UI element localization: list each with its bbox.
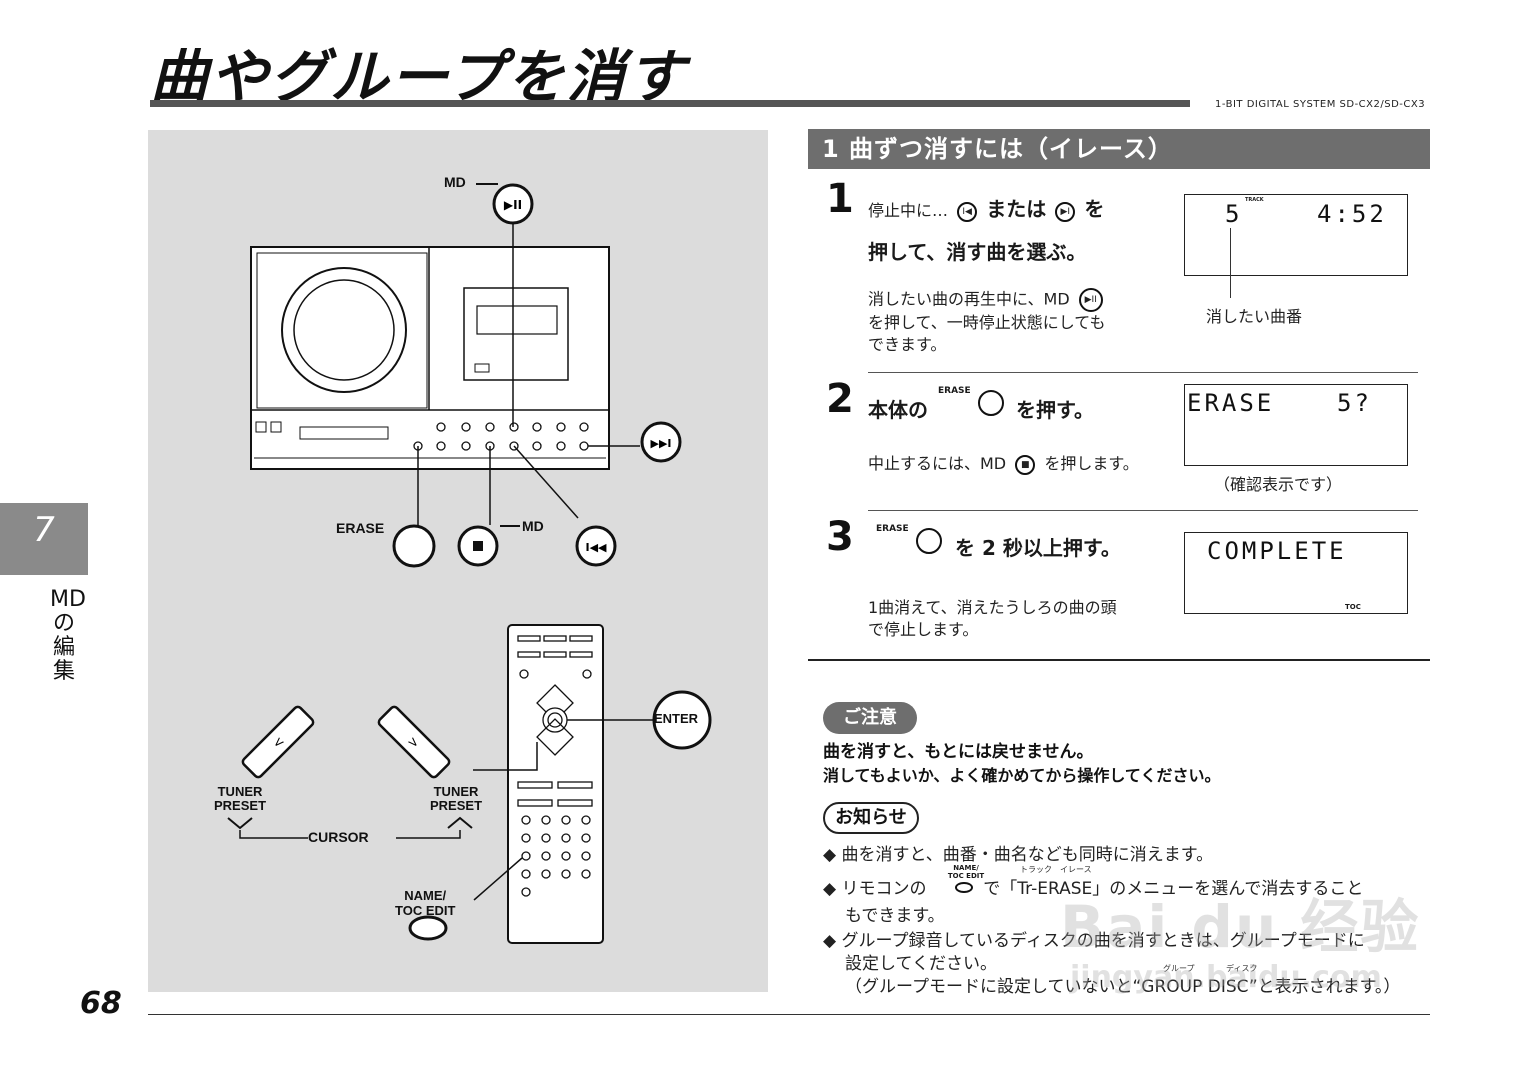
info-item-1: ◆ 曲を消すと、曲番・曲名なども同時に消えます。 [823,845,1214,865]
step-3-note-line1: 1曲消えて、消えたうしろの曲の頭 [868,598,1117,617]
enter-label: ENTER [654,711,699,726]
page-number: 68 [80,986,122,1021]
stop-icon: ■ [1015,454,1036,475]
md-label-dash [476,183,498,185]
info-item-3: ◆ グループ録音しているディスクの曲を消すときは、グループモードに [823,931,1365,951]
md-label-stop: MD [522,518,544,534]
info-item-2-line2: もできます。 [845,906,945,926]
step-2-line1: 本体の [868,398,928,422]
display-time: 4:52 [1317,200,1387,228]
step-3-erase-tag: ERASE [876,524,909,534]
play-pause-icon: ▶II [1078,288,1103,312]
tuner-preset-left: TUNER PRESET [214,784,267,813]
svg-text:I◀◀: I◀◀ [585,541,607,554]
cursor-label: CURSOR [308,829,369,845]
step-divider-2 [868,510,1418,511]
md-label-top: MD [444,174,466,190]
info-item-2-ruby: トラック イレース [1020,865,1092,874]
footer-rule [148,1014,1430,1015]
chapter-label: MDの編集 [50,587,86,684]
step-1-line2: 押して、消す曲を選ぶ。 [868,240,1087,264]
step-1-number: 1 [826,176,854,222]
display-track: 5 [1225,200,1243,228]
step-2-erase-tag: ERASE [938,386,971,396]
display-track-tag: TRACK [1245,197,1264,203]
section-heading: 1 曲ずつ消すには（イレース） [808,129,1430,169]
step-2-number: 2 [826,376,854,422]
step-2-note: 中止するには、MD ■ を押します。 [868,454,1139,475]
model-name: 1-BIT DIGITAL SYSTEM SD-CX2/SD-CX3 [1215,99,1426,110]
info-item-2: ◆ リモコンの で「Tr-ERASE」のメニューを選んで消去すること [823,879,1364,899]
step-1-note-line2: を押して、一時停止状態にしても [868,313,1106,332]
step-3-line1: を 2 秒以上押す。 [955,536,1121,560]
info-item-3-ruby-1: グループ [1163,964,1195,973]
step-1-note-line3: できます。 [868,335,947,354]
display-erase-track: 5? [1337,389,1372,417]
info-badge: お知らせ [823,802,919,834]
display-step-2: ERASE 5? [1184,384,1408,466]
name-toc-edit-button-icon [955,882,973,893]
display-step-2-caption: （確認表示です） [1214,475,1343,494]
watermark-logo: Bai du 经验 [1060,893,1421,961]
caution-line-2: 消してもよいか、よく確かめてから操作してください。 [823,766,1221,785]
step-2-line1-post: を押す。 [1016,398,1094,422]
display-complete: COMPLETE [1207,537,1347,565]
info-item-3-ruby-2: ディスク [1226,964,1258,973]
step-3-note-line2: で停止します。 [868,620,979,639]
svg-text:▶II: ▶II [504,198,522,212]
display-toc-tag: TOC [1345,603,1361,611]
step-divider-1 [868,372,1418,373]
info-item-3-line3: （グループモードに設定していないと“GROUP DISC”と表示されます。） [845,977,1401,997]
device-illustration: ▶II ▶▶I I◀◀ [227,183,712,944]
name-toc-edit-tag: NAME/ TOC EDIT [947,864,985,880]
page-title: 曲やグループを消す [150,43,687,111]
title-rule [150,100,1190,107]
caution-line-1: 曲を消すと、もとには戻せません。 [823,742,1094,762]
watermark-url: jingyan.baidu.com [1070,960,1382,995]
md-stop-dash [500,525,520,527]
step-1-note-line1: 消したい曲の再生中に、MD ▶II [868,288,1107,312]
display-step-1-caption: 消したい曲番 [1206,307,1303,326]
step-3-number: 3 [826,514,854,560]
step-1-line1: 停止中に… I◀ または ▶I を [868,197,1105,222]
erase-button-icon-3 [916,528,942,554]
display-step-1: 5 TRACK 4:52 [1184,194,1408,276]
chapter-tab [0,503,88,575]
info-item-3-line2: 設定してください。 [845,954,997,974]
display-erase-text: ERASE [1187,389,1275,417]
track-pointer-line [1230,228,1231,298]
tuner-preset-right: TUNER PRESET [430,784,483,813]
display-step-3: COMPLETE TOC [1184,532,1408,614]
chapter-number: 7 [33,510,55,550]
caution-badge: ご注意 [823,702,917,734]
erase-button-icon [978,390,1004,416]
name-toc-edit-label: NAME/ TOC EDIT [395,888,456,918]
next-track-icon: ▶I [1055,201,1076,222]
svg-text:▶▶I: ▶▶I [650,437,671,450]
prev-track-icon: I◀ [957,201,978,222]
illustration-panel: ▶II ▶▶I I◀◀ [148,130,768,992]
erase-label: ERASE [336,520,385,536]
steps-end-rule [808,659,1430,661]
